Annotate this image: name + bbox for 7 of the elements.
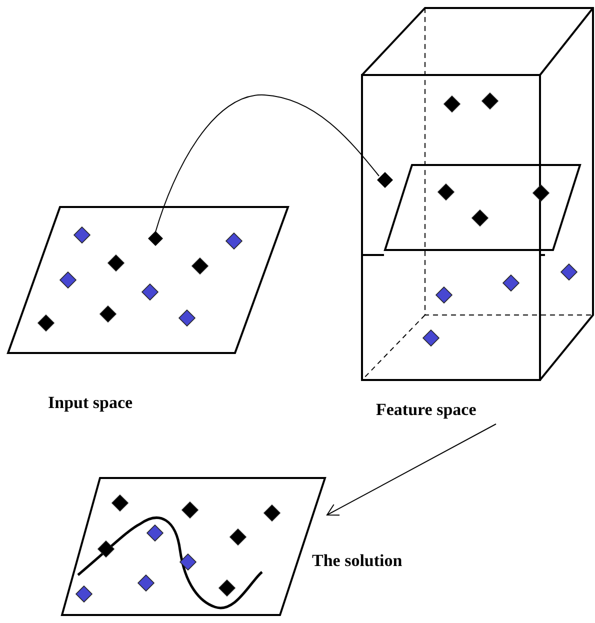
space-label: Feature space xyxy=(376,400,476,420)
data-point-icon xyxy=(377,172,393,188)
space-label: The solution xyxy=(312,551,402,571)
arrow xyxy=(326,424,496,516)
space-label: Input space xyxy=(48,393,133,413)
data-point-icon xyxy=(148,231,163,246)
curve-connector xyxy=(155,94,380,232)
